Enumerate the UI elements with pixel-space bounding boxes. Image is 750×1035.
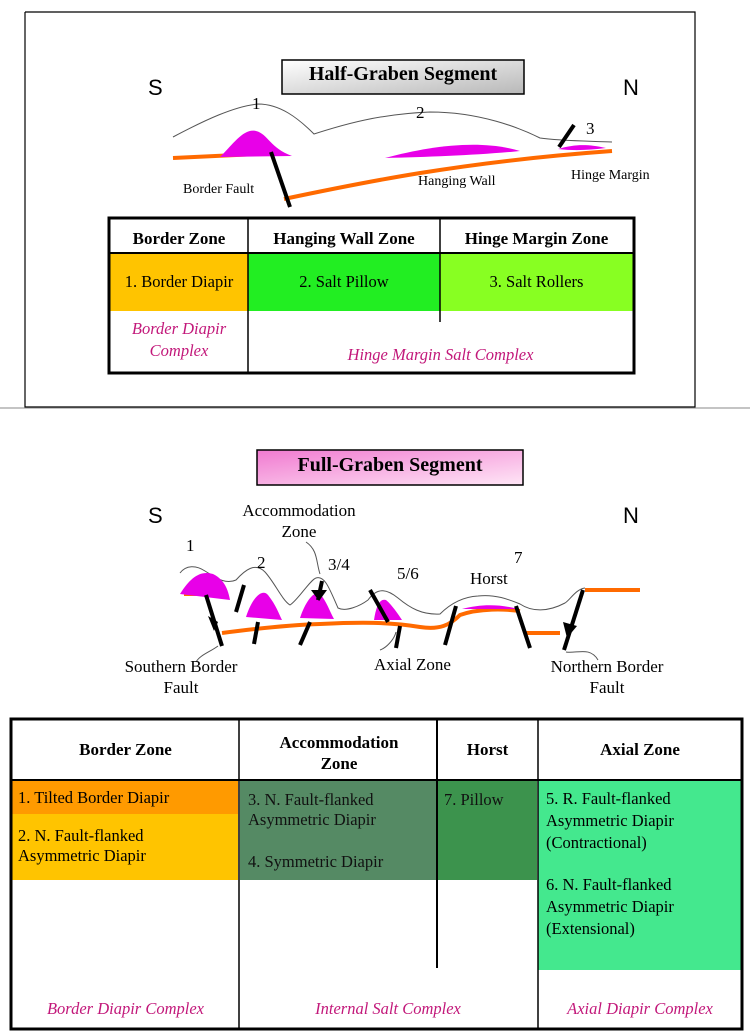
top-direction-south: S (148, 75, 163, 100)
top-header-hanging-wall-zone: Hanging Wall Zone (273, 229, 415, 248)
top-label-border-fault: Border Fault (183, 182, 255, 197)
top-header-hinge-margin-zone: Hinge Margin Zone (464, 229, 609, 248)
bottom-label-horst: Horst (470, 569, 508, 588)
bottom-header-axial-zone: Axial Zone (600, 740, 680, 759)
bottom-label-northern-border-fault: Northern Border Fault (550, 657, 664, 697)
bottom-label-southern-border-fault: Southern Border Fault (124, 657, 238, 697)
bottom-complex-internal-salt: Internal Salt Complex (315, 999, 461, 1018)
top-marker-3: 3 (586, 119, 595, 138)
fault-5-6b (394, 625, 402, 649)
top-hinge-fault (557, 123, 576, 149)
bottom-marker-5-6: 5/6 (397, 564, 419, 583)
bottom-header-border-zone: Border Zone (79, 740, 172, 759)
northern-fault-leader (565, 651, 599, 661)
salt-axial-5-6 (374, 599, 402, 620)
northern-fault-arrow (563, 622, 577, 638)
top-direction-north: N (623, 75, 639, 100)
bottom-marker-1: 1 (186, 536, 195, 555)
bottom-title-box (256, 449, 524, 486)
fault-3-arrow (311, 590, 327, 601)
northern-border-fault (562, 589, 585, 651)
bottom-header-accommodation-zone: Accommodation Zone (279, 733, 399, 773)
top-panel-frame (24, 11, 696, 408)
salt-border-diapir (220, 130, 292, 157)
bottom-item-symmetric-diapir: 4. Symmetric Diapir (248, 852, 384, 871)
bottom-complex-border-diapir: Border Diapir Complex (46, 999, 205, 1018)
top-horizon-right (283, 149, 613, 201)
salt-horst-pillow (462, 605, 518, 609)
axial-zone-leader (379, 631, 397, 651)
bottom-marker-2: 2 (257, 553, 266, 572)
bottom-item-n-fault-flanked-axial: 6. N. Fault-flanked Asymmetric Diapir (E… (546, 875, 674, 938)
top-item-salt-rollers: 3. Salt Rollers (489, 272, 584, 291)
top-topography-line (172, 103, 613, 143)
bottom-header-horst: Horst (466, 740, 509, 759)
horst-fault-left (443, 605, 458, 646)
salt-roller (558, 145, 606, 151)
bottom-topography-line (179, 566, 586, 615)
bottom-label-accommodation-zone: Accommodation Zone (242, 501, 356, 541)
fault-5-6 (368, 589, 390, 623)
bottom-item-n-fault-flanked-border: 2. N. Fault-flanked Asymmetric Diapir (18, 826, 146, 865)
salt-tilted-border (180, 572, 230, 600)
bottom-table-graphics (9, 717, 744, 1031)
full-graben-section (179, 541, 640, 663)
half-graben-section (172, 103, 613, 208)
bottom-marker-7: 7 (514, 548, 523, 567)
bottom-item-n-fault-flanked-accommodation: 3. N. Fault-flanked Asymmetric Diapir (248, 790, 376, 829)
fault-2b (252, 621, 260, 645)
top-item-border-diapir: 1. Border Diapir (124, 272, 234, 291)
horst-fault-right (514, 605, 532, 649)
top-marker-1: 1 (252, 94, 261, 113)
bottom-marker-3-4: 3/4 (328, 555, 350, 574)
top-marker-2: 2 (416, 103, 425, 122)
salt-pillow (385, 144, 520, 158)
accommodation-leader (305, 541, 321, 575)
top-item-salt-pillow: 2. Salt Pillow (299, 272, 389, 291)
southern-fault-leader (195, 645, 219, 663)
salt-fault-flanked-2 (246, 592, 282, 620)
top-table-graphics (107, 216, 636, 375)
top-complex-hinge-margin: Hinge Margin Salt Complex (347, 345, 534, 364)
bottom-complex-axial-diapir: Axial Diapir Complex (567, 999, 713, 1018)
bottom-item-tilted-border-diapir: 1. Tilted Border Diapir (18, 788, 170, 807)
salt-fault-flanked-3 (300, 593, 334, 619)
top-panel-title: Half-Graben Segment (308, 63, 498, 85)
bottom-item-r-fault-flanked-axial: 5. R. Fault-flanked Asymmetric Diapir (C… (546, 789, 674, 852)
bottom-item-horst-pillow: 7. Pillow (444, 790, 504, 809)
top-border-fault (269, 151, 292, 208)
top-complex-border-diapir: Border Diapir Complex (131, 319, 227, 360)
top-title-box (281, 59, 525, 95)
fault-3b (298, 621, 312, 646)
southern-fault-arrow (208, 616, 218, 631)
bottom-direction-south: S (148, 503, 163, 528)
bottom-direction-north: N (623, 503, 639, 528)
top-label-hanging-wall: Hanging Wall (418, 174, 496, 189)
bottom-panel-title: Full-Graben Segment (297, 454, 483, 476)
bottom-label-axial-zone: Axial Zone (374, 655, 451, 674)
fault-2 (234, 584, 246, 613)
top-label-hinge-margin: Hinge Margin (571, 168, 650, 183)
top-header-border-zone: Border Zone (132, 229, 226, 248)
